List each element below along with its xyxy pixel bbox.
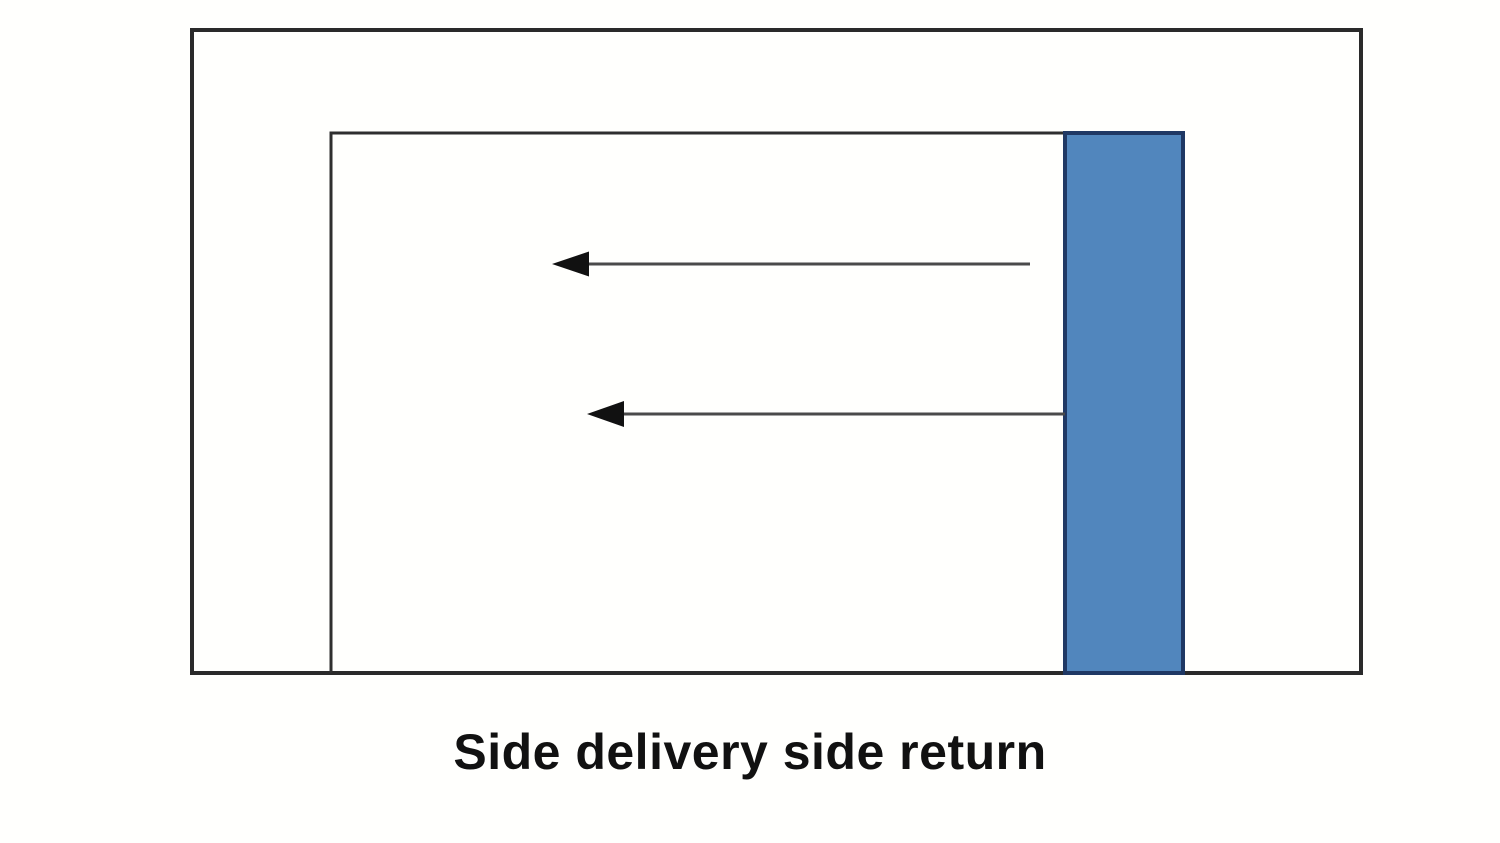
return-arrow-lower-head <box>587 401 624 427</box>
return-arrow-lower <box>587 401 1065 427</box>
delivery-duct-rect <box>1063 131 1185 675</box>
return-arrow-upper <box>552 251 1030 277</box>
inner-partition-path <box>329 131 1065 673</box>
return-arrow-upper-head <box>552 251 589 277</box>
outer-enclosure-rect <box>190 28 1363 675</box>
